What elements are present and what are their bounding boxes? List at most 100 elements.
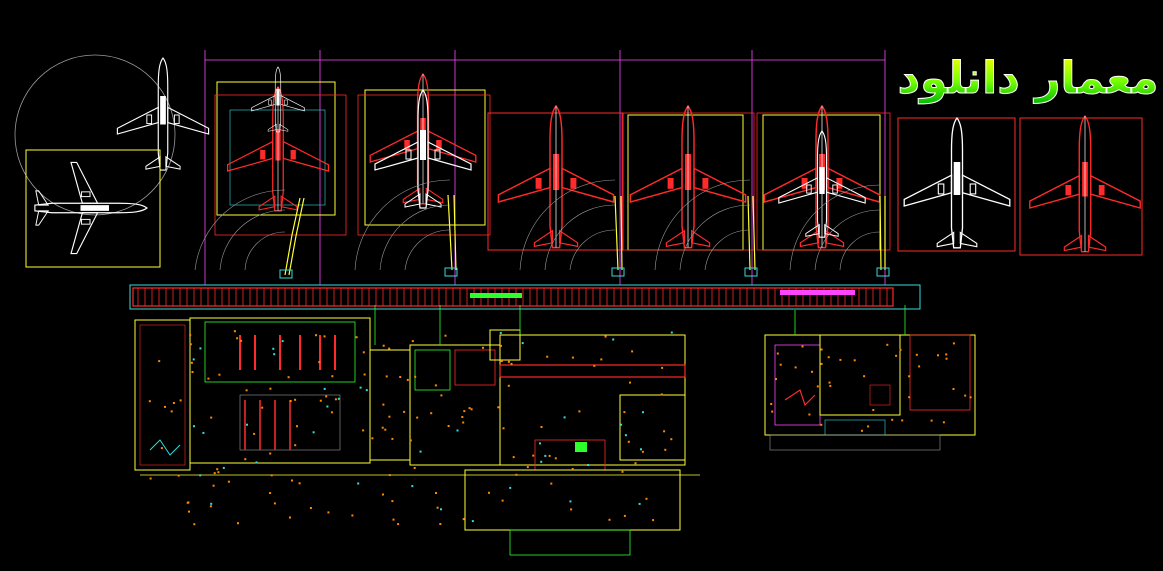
plan-marker bbox=[554, 457, 557, 460]
plan-marker bbox=[820, 423, 823, 426]
plan-marker bbox=[237, 522, 239, 525]
plan-marker bbox=[391, 437, 394, 440]
plan-marker bbox=[330, 411, 333, 414]
plan-marker bbox=[624, 434, 627, 437]
plan-marker bbox=[382, 403, 385, 406]
plan-marker bbox=[439, 523, 442, 525]
plan-marker bbox=[510, 362, 513, 365]
plan-marker bbox=[434, 384, 437, 387]
plan-marker bbox=[363, 373, 366, 376]
plan-marker bbox=[540, 460, 543, 463]
plan-marker bbox=[233, 330, 236, 333]
plan-marker bbox=[440, 508, 442, 511]
plan-marker bbox=[213, 472, 216, 475]
plan-marker bbox=[447, 425, 450, 427]
bridge-arcs bbox=[194, 179, 881, 271]
plan-marker bbox=[355, 336, 358, 339]
plan-marker bbox=[435, 492, 437, 494]
plan-marker bbox=[269, 492, 272, 494]
plan-marker bbox=[548, 454, 551, 457]
plan-marker bbox=[621, 470, 624, 473]
plan-marker bbox=[544, 454, 547, 457]
plan-marker bbox=[440, 394, 443, 397]
plan-marker bbox=[952, 342, 955, 345]
plan-marker bbox=[327, 511, 330, 514]
plan-marker bbox=[172, 402, 175, 404]
plan-marker bbox=[148, 400, 151, 403]
plan-marker bbox=[416, 416, 419, 419]
plan-marker bbox=[820, 348, 823, 351]
plan-marker bbox=[867, 425, 870, 428]
plan-marker bbox=[202, 431, 205, 434]
plan-marker bbox=[413, 467, 416, 469]
plan-marker bbox=[309, 507, 312, 509]
plan-marker bbox=[245, 389, 248, 392]
plan-marker bbox=[444, 334, 447, 337]
plan-marker bbox=[189, 343, 192, 346]
plan-marker bbox=[861, 429, 863, 432]
plan-marker bbox=[488, 491, 490, 494]
plan-marker bbox=[359, 386, 362, 389]
plan-marker bbox=[776, 352, 779, 355]
plan-marker bbox=[593, 364, 596, 367]
plan-marker bbox=[199, 474, 202, 477]
plan-marker bbox=[357, 482, 360, 485]
plan-marker bbox=[253, 432, 256, 435]
plan-marker bbox=[612, 338, 615, 341]
plan-marker bbox=[269, 387, 272, 390]
plan-marker bbox=[901, 419, 904, 422]
plan-marker bbox=[820, 362, 823, 365]
plan-marker bbox=[899, 348, 902, 351]
plan-marker bbox=[406, 378, 409, 381]
plan-marker bbox=[652, 519, 655, 522]
plan-marker bbox=[507, 384, 510, 387]
plan-marker bbox=[500, 360, 503, 363]
plan-marker bbox=[218, 373, 221, 376]
plan-marker bbox=[188, 510, 190, 513]
plan-marker bbox=[191, 371, 194, 373]
plan-marker bbox=[409, 439, 412, 442]
plan-marker bbox=[470, 408, 473, 411]
plan-marker bbox=[158, 360, 161, 363]
plan-marker bbox=[193, 425, 195, 428]
plan-marker bbox=[371, 437, 374, 440]
plan-marker bbox=[210, 502, 213, 505]
plan-marker bbox=[570, 508, 573, 511]
plan-marker bbox=[937, 354, 939, 357]
plan-marker bbox=[312, 431, 315, 434]
plan-marker bbox=[600, 358, 603, 361]
plan-marker bbox=[296, 425, 298, 428]
logo-text: معمار دانلود bbox=[897, 53, 1158, 104]
plan-marker bbox=[499, 331, 502, 334]
plan-marker bbox=[808, 413, 811, 416]
plan-marker bbox=[827, 356, 830, 359]
plan-marker bbox=[351, 514, 354, 517]
plan-marker bbox=[192, 358, 195, 361]
plan-marker bbox=[497, 406, 500, 409]
plan-marker bbox=[587, 464, 590, 466]
plan-marker bbox=[482, 346, 484, 349]
plan-marker bbox=[604, 335, 607, 338]
plan-marker bbox=[190, 361, 193, 364]
plan-marker bbox=[771, 410, 774, 413]
plan-marker bbox=[623, 514, 626, 517]
plan-marker bbox=[289, 516, 291, 519]
plan-marker bbox=[207, 377, 210, 380]
brand-logo: معمار دانلود bbox=[897, 53, 1159, 105]
plan-marker bbox=[512, 456, 515, 459]
plan-marker bbox=[945, 353, 948, 356]
plan-marker bbox=[532, 454, 535, 457]
plan-marker bbox=[186, 501, 189, 504]
plan-marker bbox=[325, 395, 328, 398]
aircraft-plane-1 bbox=[116, 57, 210, 171]
aircraft-plane-2 bbox=[25, 149, 161, 268]
plan-marker bbox=[571, 356, 574, 359]
plan-marker bbox=[164, 405, 166, 408]
plan-marker bbox=[326, 405, 329, 408]
plan-marker bbox=[811, 370, 813, 373]
plan-marker bbox=[382, 344, 385, 347]
plan-marker bbox=[217, 471, 220, 474]
plan-marker bbox=[571, 468, 574, 470]
plan-marker bbox=[227, 480, 230, 483]
